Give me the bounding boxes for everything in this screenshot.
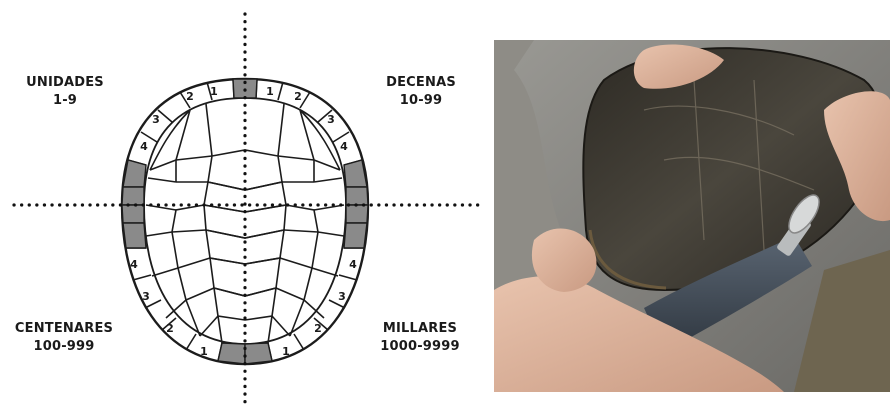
quadrant-name: CENTENARES <box>0 320 128 338</box>
scute-number: 3 <box>152 113 160 126</box>
marked-scute-bottom-left <box>218 343 245 364</box>
scute-number: 1 <box>200 345 208 358</box>
quadrant-label-top-left: UNIDADES 1-9 <box>10 74 120 110</box>
scute-number: 4 <box>340 140 348 153</box>
scute-number: 4 <box>349 258 357 271</box>
marking-photo-illustration <box>494 40 890 392</box>
quadrant-range: 1-9 <box>10 92 120 110</box>
scute-number: 4 <box>140 140 148 153</box>
marked-scute-left-mid-a <box>122 187 144 205</box>
scute-number: 3 <box>338 290 346 303</box>
scute-number: 3 <box>142 290 150 303</box>
scute-number: 2 <box>186 90 194 103</box>
marked-scute-left-lower <box>123 223 146 248</box>
quadrant-range: 100-999 <box>0 338 128 356</box>
scute-number: 2 <box>166 322 174 335</box>
marked-scute-bottom-right <box>245 343 272 364</box>
marked-scute-right-lower <box>344 223 367 248</box>
quadrant-range: 1000-9999 <box>356 338 484 356</box>
scute-number: 2 <box>314 322 322 335</box>
scute-number: 1 <box>282 345 290 358</box>
scute-number: 1 <box>210 85 218 98</box>
marked-scute-right-mid-b <box>346 205 368 223</box>
marked-scute-left-mid-b <box>122 205 144 223</box>
scute-number: 4 <box>130 258 138 271</box>
quadrant-range: 10-99 <box>366 92 476 110</box>
quadrant-label-bottom-left: CENTENARES 100-999 <box>0 320 128 356</box>
marking-photo <box>494 40 890 392</box>
quadrant-name: UNIDADES <box>10 74 120 92</box>
quadrant-name: MILLARES <box>356 320 484 338</box>
quadrant-label-top-right: DECENAS 10-99 <box>366 74 476 110</box>
quadrant-label-bottom-right: MILLARES 1000-9999 <box>356 320 484 356</box>
quadrant-name: DECENAS <box>366 74 476 92</box>
scute-number: 2 <box>294 90 302 103</box>
scute-number: 3 <box>327 113 335 126</box>
marked-scute-right-mid-a <box>346 187 368 205</box>
scute-number: 1 <box>266 85 274 98</box>
